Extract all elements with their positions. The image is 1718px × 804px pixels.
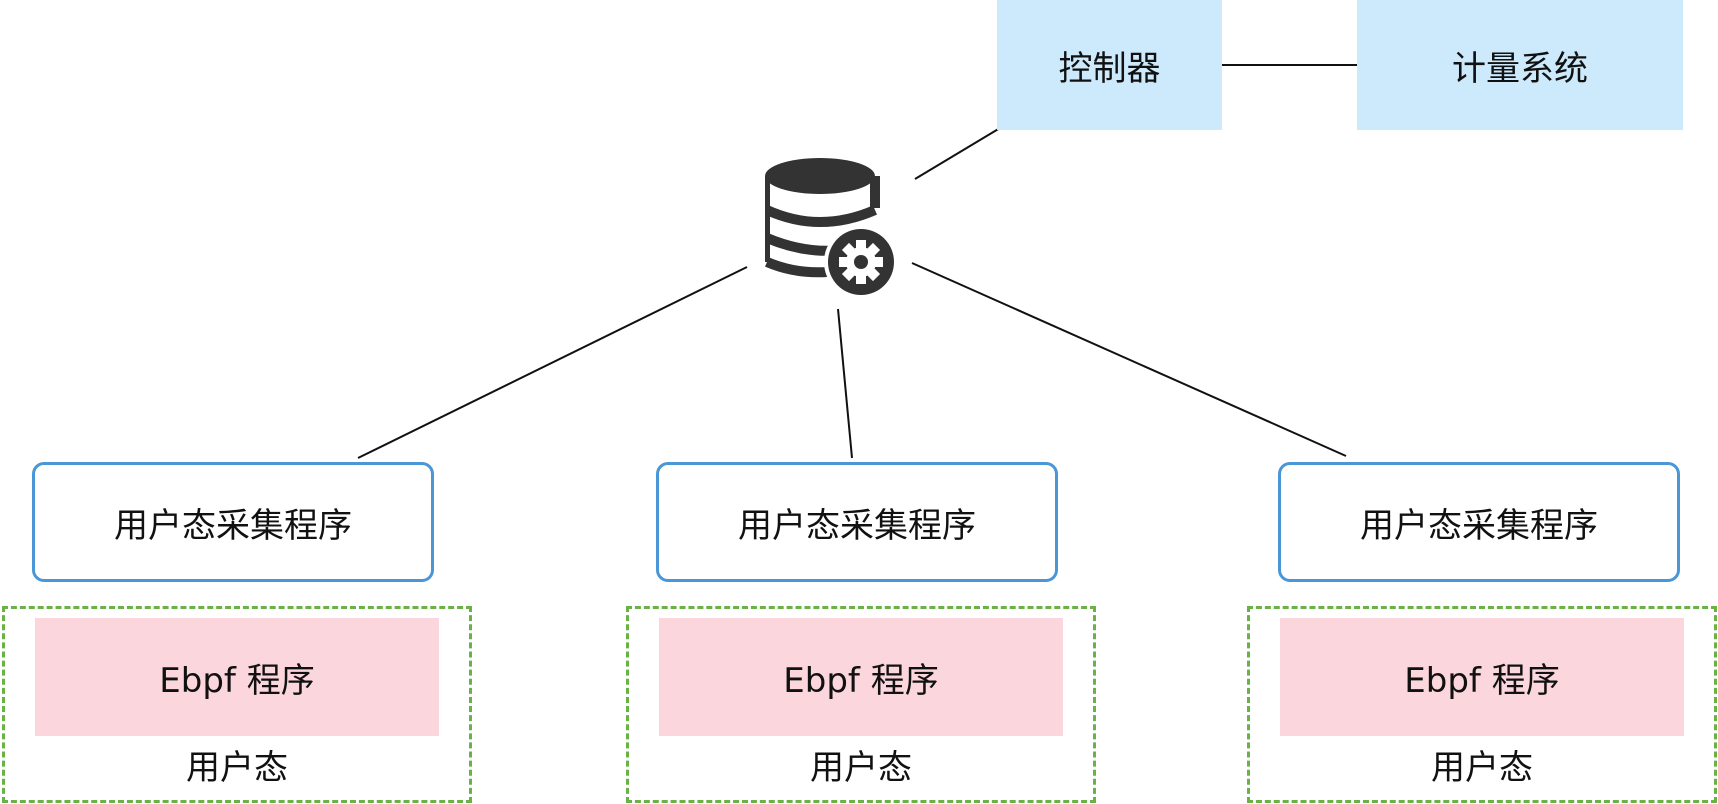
- collector-label: 用户态采集程序: [114, 505, 352, 546]
- ebpf-program-label: Ebpf 程序: [783, 660, 939, 701]
- connector-hub-collector-1: [357, 266, 748, 459]
- connector-hub-collector-3: [911, 262, 1347, 457]
- user-space-label: 用户态: [810, 748, 912, 788]
- database-settings-icon: [765, 158, 898, 299]
- user-space-group-2: Ebpf 程序 用户态: [626, 606, 1096, 803]
- ebpf-program-box: Ebpf 程序: [1280, 618, 1684, 736]
- connector-hub-controller: [914, 127, 1001, 180]
- user-space-label: 用户态: [186, 748, 288, 788]
- user-space-group-3: Ebpf 程序 用户态: [1247, 606, 1717, 803]
- ebpf-program-label: Ebpf 程序: [1404, 660, 1560, 701]
- ebpf-program-label: Ebpf 程序: [159, 660, 315, 701]
- metering-system-box: 计量系统: [1357, 0, 1683, 130]
- ebpf-program-box: Ebpf 程序: [35, 618, 439, 736]
- connector-hub-collector-2: [837, 308, 853, 459]
- metering-system-label: 计量系统: [1452, 48, 1588, 89]
- user-space-label: 用户态: [1431, 748, 1533, 788]
- collector-box-1: 用户态采集程序: [32, 462, 434, 582]
- controller-box: 控制器: [997, 0, 1222, 130]
- ebpf-program-box: Ebpf 程序: [659, 618, 1063, 736]
- collector-label: 用户态采集程序: [738, 505, 976, 546]
- collector-label: 用户态采集程序: [1360, 505, 1598, 546]
- controller-label: 控制器: [1058, 48, 1161, 89]
- collector-box-3: 用户态采集程序: [1278, 462, 1680, 582]
- user-space-group-1: Ebpf 程序 用户态: [2, 606, 472, 803]
- collector-box-2: 用户态采集程序: [656, 462, 1058, 582]
